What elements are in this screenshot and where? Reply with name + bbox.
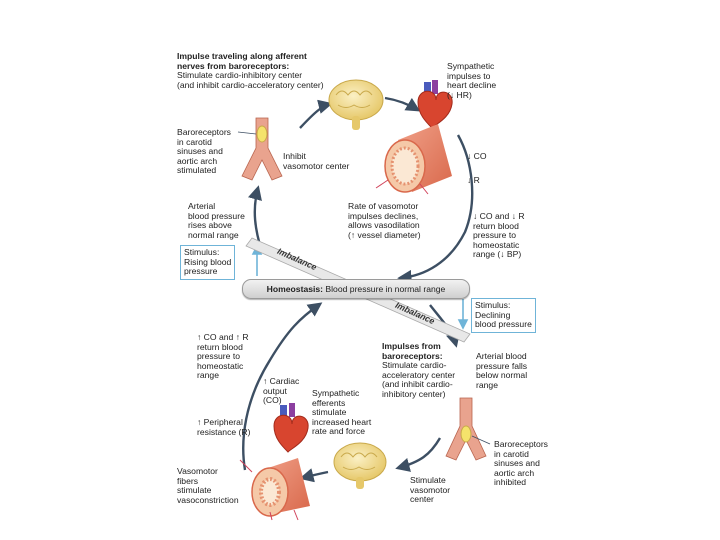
bp-falls-label: Arterial blood pressure falls below norm… bbox=[476, 351, 528, 390]
afferent-impulse-title: Impulse traveling along afferent nerves … bbox=[177, 51, 307, 71]
co-decrease-label: ↓ CO bbox=[467, 151, 487, 161]
homeostasis-text: Blood pressure in normal range bbox=[323, 284, 446, 294]
stimulus-declining-box: Stimulus: Declining blood pressure bbox=[471, 298, 536, 333]
impulses-baroreceptors-title: Impulses from baroreceptors: bbox=[382, 341, 443, 361]
artery-icon bbox=[445, 397, 491, 461]
r-decrease-label: ↓ R bbox=[467, 175, 480, 185]
cardiac-output-label: ↑ Cardiac output (CO) bbox=[263, 376, 300, 406]
heart-icon bbox=[417, 80, 453, 129]
inhibit-vasomotor-label: Inhibit vasomotor center bbox=[283, 151, 350, 171]
vasomotor-fibers-label: Vasomotor fibers stimulate vasoconstrict… bbox=[177, 466, 239, 505]
artery-icon bbox=[237, 117, 283, 181]
stimulus-rising-box: Stimulus: Rising blood pressure bbox=[180, 245, 236, 280]
homeostasis-bar: Homeostasis: Blood pressure in normal ra… bbox=[242, 279, 470, 299]
vasomotor-decline-label: Rate of vasomotor impulses declines, all… bbox=[348, 201, 421, 240]
peripheral-resistance-label: ↑ Peripheral resistance (R) bbox=[197, 417, 251, 437]
brain-icon bbox=[333, 442, 387, 489]
baroreceptors-inhibited-label: Baroreceptors in carotid sinuses and aor… bbox=[494, 439, 548, 488]
sympathetic-decline-label: Sympathetic impulses to heart decline (↓… bbox=[447, 61, 497, 100]
impulses-baroreceptors-body: Stimulate cardio- acceleratory center (a… bbox=[382, 360, 456, 399]
afferent-impulse-body: Stimulate cardio-inhibitory center (and … bbox=[177, 70, 324, 90]
stimulate-vasomotor-label: Stimulate vasomotor center bbox=[410, 475, 451, 505]
brain-icon bbox=[328, 79, 384, 130]
blood-vessel-icon bbox=[239, 458, 310, 521]
baroreceptors-stimulated-label: Baroreceptors in carotid sinuses and aor… bbox=[177, 127, 231, 176]
sympathetic-efferents-label: Sympathetic efferents stimulate increase… bbox=[312, 388, 372, 437]
co-r-decrease-return-label: ↓ CO and ↓ R return blood pressure to ho… bbox=[473, 211, 525, 260]
heart-icon bbox=[273, 403, 309, 453]
homeostasis-label: Homeostasis: bbox=[266, 284, 324, 294]
blood-vessel-icon bbox=[375, 124, 452, 195]
bp-rises-label: Arterial blood pressure rises above norm… bbox=[188, 201, 245, 240]
co-r-increase-return-label: ↑ CO and ↑ R return blood pressure to ho… bbox=[197, 332, 249, 381]
